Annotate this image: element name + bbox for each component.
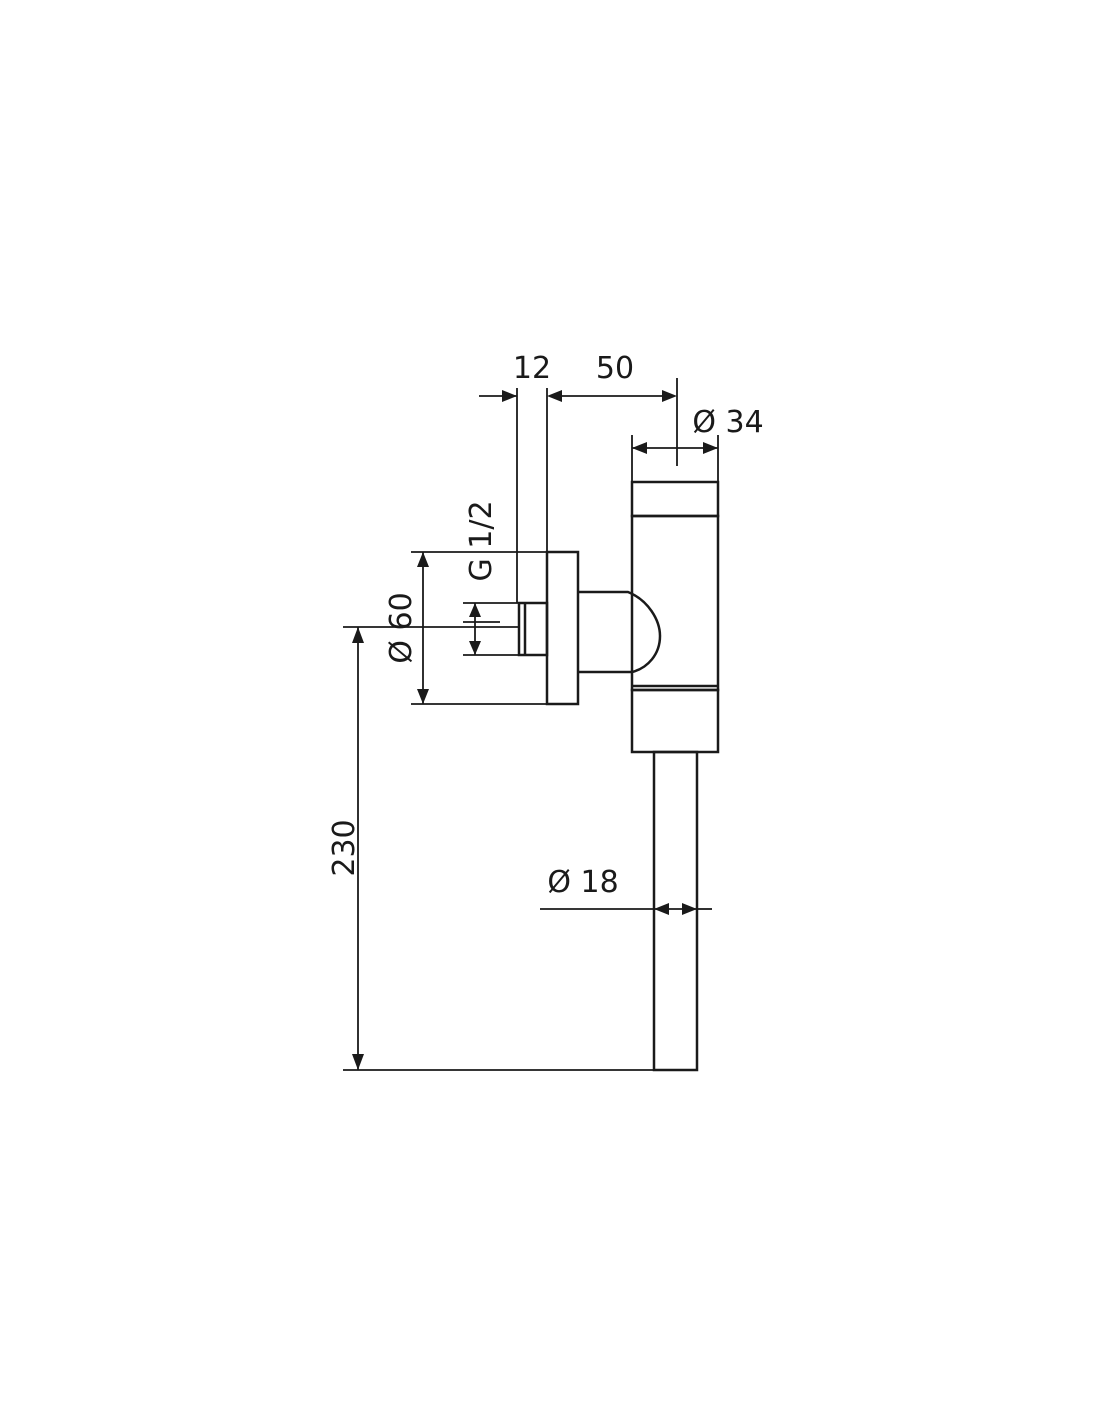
dim-pipe-diameter: Ø 18 [540, 865, 712, 915]
dim-thread: G 1/2 [463, 500, 519, 656]
dim-flange-diameter: Ø 60 [384, 551, 547, 705]
thread-label: G 1/2 [464, 500, 499, 581]
dim-outlet-offset: 50 [562, 351, 678, 466]
valve-body [630, 480, 720, 1072]
height-label: 230 [327, 819, 362, 876]
threaded-stub [517, 601, 549, 657]
side-connection [517, 550, 662, 706]
outlet-offset-label: 50 [596, 351, 634, 386]
lower-collar [630, 688, 720, 754]
dim-height: 230 [327, 626, 654, 1071]
top-cap [630, 480, 720, 518]
flange-diameter-label: Ø 60 [384, 592, 419, 663]
flange-thickness-label: 12 [513, 351, 551, 386]
connecting-arm [578, 590, 662, 674]
dim-flange-thickness: 12 [479, 351, 562, 603]
body-diameter-label: Ø 34 [692, 405, 763, 440]
wall-flange [545, 550, 580, 706]
pipe-diameter-label: Ø 18 [547, 865, 618, 900]
dim-body-diameter: Ø 34 [631, 405, 764, 482]
outlet-pipe [652, 750, 699, 1072]
